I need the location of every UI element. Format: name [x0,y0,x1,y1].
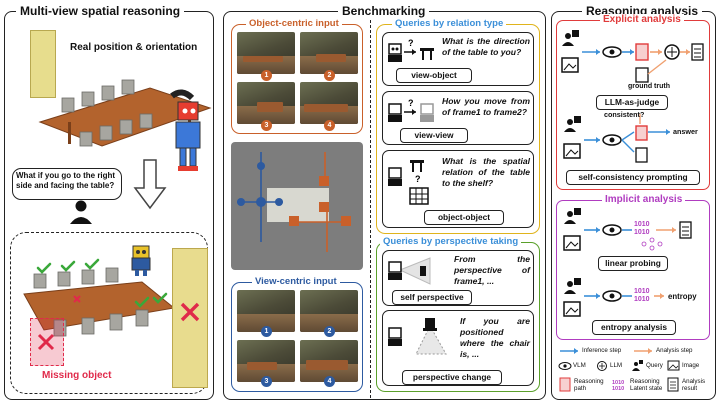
consistent-label: consistent? [604,110,645,119]
robot-view-cone-icon [388,257,431,285]
middle-panel-title: Benchmarking [338,4,430,18]
robot-icon [170,89,201,171]
view-frame-4 [300,340,358,382]
shelf-cross-icon [180,302,200,322]
view-badge-3: 3 [261,376,272,387]
relation-type-title: Queries by relation type [392,18,507,29]
scene-table-illustration [38,79,212,147]
legend-query: Query [646,362,663,369]
down-arrow-icon [133,159,167,210]
tag-perspective-change: perspective change [402,370,502,385]
object-badge-2: 2 [324,70,335,81]
llm-judge-tag: LLM-as-judge [596,95,668,110]
missing-object-box [30,318,64,366]
query-text-change: If you are positioned where the chair is… [460,316,530,359]
query-text-object-object: What is the spatial relation of the tabl… [442,156,530,188]
shelf-close-view [172,248,208,388]
linear-probing-tag: linear probing [598,256,668,271]
llm-judge-flow [561,30,704,83]
question-bubble [12,168,122,200]
tag-view-view: view-view [400,128,468,143]
implicit-analysis-title: Implicit analysis [602,194,686,205]
missing-cross-icon [37,333,55,351]
check-mark-icons [36,258,168,308]
top-down-map [231,142,363,270]
small-robot-icon [131,245,151,276]
legend-arrows [560,348,652,354]
svg-text:1010: 1010 [634,221,650,228]
svg-text:1010: 1010 [634,288,650,295]
object-badge-3: 3 [261,120,272,131]
svg-text:?: ? [408,38,414,48]
legend-analysis: Analysis step [656,347,693,354]
explicit-analysis-title: Explicit analysis [600,14,684,25]
query-text-view-object: What is the direction of the table to yo… [442,36,530,57]
view-frame-1 [237,290,295,332]
legend-latent: Reasoning Latent state [630,378,663,392]
camera-arrows [237,152,351,252]
object-badge-4: 4 [324,120,335,131]
view-badge-1: 1 [261,326,272,337]
legend-inference: Inference step [582,347,622,354]
object-centric-title: Object-centric input [246,18,342,29]
tag-self-perspective: self perspective [392,290,472,305]
table-shelf-icon: ? [388,160,429,205]
object-frame-4 [300,82,358,124]
object-badge-1: 1 [261,70,272,81]
self-consistency-tag: self-consistency prompting [566,170,700,185]
self-consistency-flow [563,114,670,163]
person-icon [70,200,92,224]
svg-text:?: ? [415,174,421,184]
robot-move-icon: ? [388,98,434,122]
real-position-label: Real position & orientation [70,42,198,53]
bookshelf [30,30,56,98]
object-frame-3 [237,82,295,124]
legend-icons-row2: 1010 1010 [559,377,679,392]
view-frame-3 [237,340,295,382]
chair-view-cone-icon [388,318,447,355]
legend-vlm: VLM [573,362,586,369]
missing-object-label: Missing object [42,370,112,381]
view-badge-2: 2 [324,326,335,337]
svg-text:?: ? [408,98,414,108]
svg-text:1010: 1010 [612,386,624,392]
entropy-analysis-tag: entropy analysis [592,320,676,335]
query-text-self: From the perspective of frame1, ... [454,254,530,286]
tag-object-object: object-object [424,210,504,225]
middle-divider [370,20,371,398]
legend-result: Analysis result [682,378,706,392]
object-frame-1 [237,32,295,74]
robot-to-table-icon: ? [388,38,434,62]
legend-icons-row1 [558,360,680,371]
view-centric-title: View-centric input [252,276,340,287]
entropy-label: entropy [668,292,697,301]
perspective-taking-title: Queries by perspective taking [380,236,522,247]
svg-text:1010: 1010 [634,296,650,303]
ground-truth-label: ground truth [628,83,670,90]
question-text: What if you go to the right side and fac… [16,171,116,190]
legend-path: Reasoning path [574,378,604,392]
object-frame-2 [300,32,358,74]
legend-llm: LLM [610,362,623,369]
legend-image: Image [682,362,700,369]
svg-text:1010: 1010 [634,229,650,236]
linear-probing-flow: 1010 1010 [563,208,692,251]
left-panel-title: Multi-view spatial reasoning [16,4,185,18]
view-frame-2 [300,290,358,332]
entropy-flow: 1010 1010 [563,278,664,317]
view-badge-4: 4 [324,376,335,387]
query-text-view-view: How you move from of frame1 to frame2? [442,96,530,117]
tag-view-object: view-object [396,68,472,83]
svg-text:1010: 1010 [612,380,624,386]
answer-label: answer [673,127,698,136]
